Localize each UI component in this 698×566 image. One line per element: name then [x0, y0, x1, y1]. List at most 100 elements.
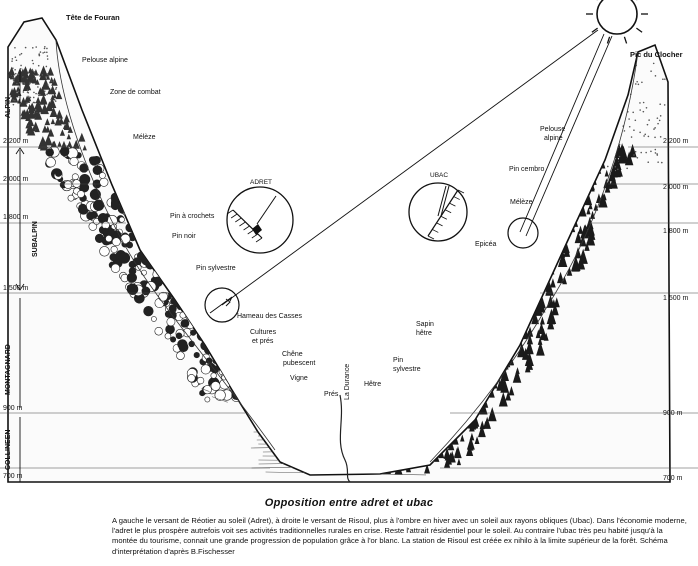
tree-conifer: [47, 87, 53, 95]
tree-conifer: [513, 221, 520, 232]
tree-mark: [182, 304, 191, 313]
tree-conifer: [609, 174, 618, 189]
tree-conifer: [527, 266, 536, 280]
label-chene: Chêne: [282, 351, 303, 358]
grass-dot: [12, 99, 15, 101]
field-line: [267, 354, 276, 359]
tree-mark: [185, 311, 195, 322]
tree-conifer: [355, 455, 365, 471]
tree-conifer: [507, 268, 514, 279]
tree-mark: [99, 172, 106, 179]
grass-dot: [11, 60, 13, 62]
grass-dot: [639, 109, 641, 111]
tree-mark: [175, 332, 183, 340]
tree-conifer: [389, 454, 396, 463]
label-pin-cembro: Pin cembro: [509, 166, 545, 173]
grass-dot: [50, 80, 52, 82]
tree-conifer: [36, 103, 44, 113]
tree-conifer: [51, 141, 57, 148]
altitude-right-900: 900 m: [663, 410, 683, 417]
grass-dot: [54, 100, 57, 102]
tree-conifer: [456, 393, 462, 402]
tree-conifer: [34, 125, 40, 133]
tree-mark: [67, 194, 75, 202]
tree-conifer: [536, 214, 544, 225]
tree-mark: [202, 330, 210, 338]
adret-slope-circle: [204, 287, 240, 323]
altitude-left-1500: 1 500 m: [3, 285, 28, 292]
tree-conifer: [518, 238, 525, 248]
tree-mark: [176, 351, 185, 360]
ubac-inset-slope: [427, 189, 459, 237]
tree-conifer: [40, 67, 46, 74]
tree-conifer: [450, 327, 459, 341]
tree-mark: [126, 272, 137, 283]
altitude-left-1800: 1 800 m: [3, 214, 28, 221]
grass-dot: [620, 95, 622, 97]
tree-conifer: [528, 280, 538, 296]
tree-conifer: [539, 262, 549, 277]
grass-dot: [20, 64, 22, 67]
tree-mark: [105, 234, 113, 243]
tree-conifer: [537, 142, 546, 156]
tree-conifer: [57, 141, 62, 147]
tree-conifer: [403, 396, 409, 403]
tree-conifer: [497, 284, 505, 296]
grass-dot: [639, 102, 641, 104]
tree-conifer: [536, 255, 541, 262]
tree-conifer: [426, 442, 434, 454]
hatch: [239, 221, 246, 227]
tree-conifer: [383, 433, 392, 447]
grass-dot: [37, 73, 39, 76]
tree-conifer: [472, 398, 478, 407]
tree-conifer: [408, 433, 417, 447]
grass-dot: [22, 91, 25, 93]
tree-conifer: [458, 314, 467, 329]
grass-dot: [29, 96, 32, 99]
tree-conifer: [435, 445, 441, 454]
grass-dot: [53, 98, 56, 101]
tree-mark: [101, 227, 109, 235]
grass-dot: [597, 79, 600, 81]
tree-mark: [143, 305, 154, 317]
tree-conifer: [483, 399, 489, 408]
tree-conifer: [556, 218, 564, 231]
grass-dot: [654, 152, 657, 154]
grass-dot: [39, 51, 42, 53]
grass-dot: [614, 165, 617, 168]
tree-conifer: [402, 430, 411, 445]
sun-rays: [586, 0, 648, 44]
tree-conifer: [577, 167, 583, 177]
tree-conifer: [454, 312, 460, 320]
tree-conifer: [472, 353, 481, 368]
tree-conifer: [423, 370, 433, 386]
grass-dot: [660, 161, 663, 164]
grass-dot: [659, 103, 661, 106]
tree-conifer: [502, 334, 510, 346]
grass-dot: [570, 61, 573, 63]
tree-conifer: [529, 248, 539, 265]
tree-conifer: [11, 75, 21, 86]
tree-conifer: [443, 380, 452, 392]
hatch: [444, 209, 452, 214]
grass-dot: [34, 101, 36, 104]
tree-conifer: [450, 333, 456, 341]
tree-conifer: [435, 409, 445, 425]
tree-conifer: [526, 326, 534, 337]
caption-body: A gauche le versant de Réotier au soleil…: [112, 516, 687, 556]
tree-mark: [118, 252, 131, 264]
tree-conifer: [576, 151, 584, 163]
tree-conifer: [402, 440, 410, 452]
field-line: [214, 348, 224, 352]
tree-conifer: [553, 188, 559, 197]
tree-conifer: [442, 337, 452, 352]
tree-conifer: [564, 145, 575, 162]
grass-dot: [656, 153, 658, 155]
grass-dot: [630, 136, 633, 138]
tree-conifer: [433, 376, 443, 392]
grass-dot: [589, 80, 591, 82]
tree-conifer: [417, 407, 426, 421]
tree-conifer: [498, 391, 508, 407]
tree-mark: [90, 211, 97, 217]
field-line: [201, 388, 210, 392]
